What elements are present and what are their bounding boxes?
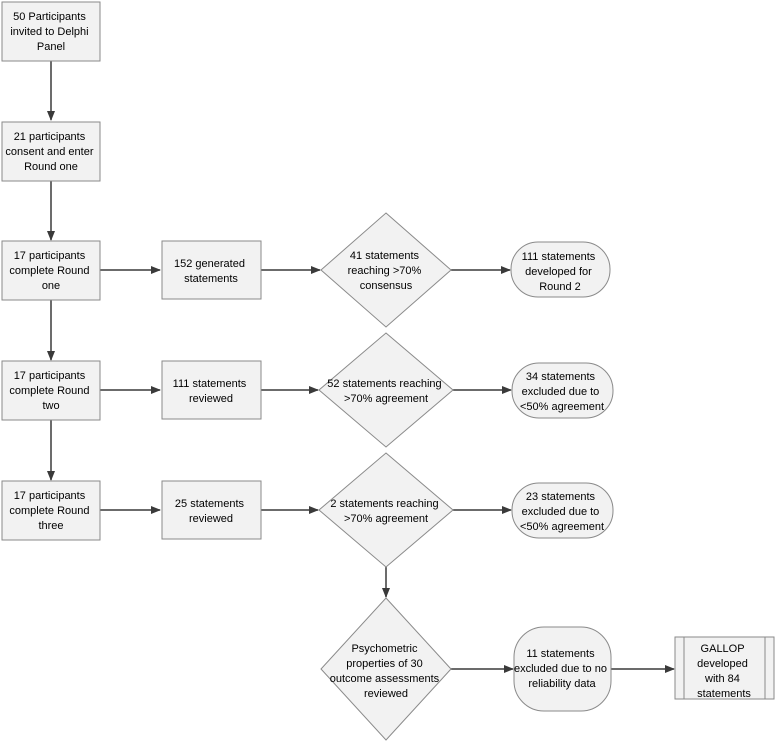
node-invited: 50 Participants invited to Delphi Panel — [1, 1, 101, 62]
node-round-three-line-2: complete Round — [9, 505, 89, 517]
decision-psychometric-line-2: properties of 30 — [346, 658, 422, 670]
decision-agreement-52: 52 statements reaching >70% agreement — [318, 332, 454, 448]
decision-consensus-41-line-3: consensus — [360, 280, 413, 292]
svg-text:GALLOP developed w: GALLOP developed with 84 statements — [697, 643, 751, 700]
terminator-excluded-34-line-1: 34 statements — [526, 371, 596, 383]
decision-consensus-41: 41 statements reaching >70% consensus — [320, 212, 452, 328]
node-reviewed-111-line-2: reviewed — [189, 393, 233, 405]
node-round-two-complete: 17 participants complete Round two — [1, 360, 101, 421]
decision-psychometric-line-3: outcome assessments — [330, 673, 440, 685]
terminator-excluded-34: 34 statements excluded due to <50% agree… — [511, 362, 614, 419]
terminator-excluded-23-line-3: <50% agreement — [520, 521, 604, 533]
terminator-excluded-11-line-2: excluded due to no — [514, 663, 607, 675]
decision-psychometric-line-1: Psychometric — [351, 643, 418, 655]
decision-agreement-2-line-2: >70% agreement — [344, 513, 428, 525]
svg-text:111 statements developed: 111 statements developed for Round 2 — [522, 251, 599, 293]
svg-text:21 participants consent: 21 participants consent and enter Round … — [5, 131, 96, 173]
svg-text:34 statements excluded d: 34 statements excluded due to <50% agree… — [520, 371, 604, 413]
node-consent-line-2: consent and enter — [5, 146, 93, 158]
decision-agreement-2: 2 statements reaching >70% agreement — [318, 452, 454, 568]
connectors — [47, 61, 675, 673]
svg-text:23 statements excluded d: 23 statements excluded due to <50% agree… — [520, 491, 604, 533]
decision-agreement-52-line-2: >70% agreement — [344, 393, 428, 405]
decision-consensus-41-line-1: 41 statements — [350, 250, 420, 262]
node-invited-line-2: invited to Delphi — [10, 26, 88, 38]
decision-agreement-52-line-1: 52 statements reaching — [327, 378, 441, 390]
node-generated-line-2: statements — [184, 273, 238, 285]
terminator-developed-111-line-1: 111 statements — [522, 251, 596, 263]
svg-text:111 statements reviewed: 111 statements reviewed — [173, 378, 250, 405]
node-consent-line-3: Round one — [24, 161, 78, 173]
node-reviewed-111: 111 statements reviewed — [161, 360, 262, 420]
svg-text:41 statements reaching >: 41 statements reaching >70% consensus — [348, 250, 425, 292]
terminator-developed-111: 111 statements developed for Round 2 — [510, 241, 611, 298]
svg-text:Psychometric properties: Psychometric properties of 30 outcome as… — [330, 643, 443, 700]
node-round-one-line-1: 17 participants — [14, 250, 86, 262]
node-reviewed-25-line-1: 25 statements — [175, 498, 245, 510]
process-gallop: GALLOP developed with 84 statements — [674, 636, 775, 700]
node-round-two-line-1: 17 participants — [14, 370, 86, 382]
node-invited-line-3: Panel — [37, 41, 65, 53]
node-reviewed-25-line-2: reviewed — [189, 513, 233, 525]
process-gallop-line-2: developed — [697, 658, 748, 670]
terminator-excluded-23: 23 statements excluded due to <50% agree… — [511, 482, 614, 539]
node-generated-line-1: 152 generated — [174, 258, 245, 270]
node-round-three-complete: 17 participants complete Round three — [1, 480, 101, 541]
svg-text:11 statements excluded d: 11 statements excluded due to no reliabi… — [514, 648, 610, 690]
svg-text:25 statements reviewed: 25 statements reviewed — [175, 498, 247, 525]
node-round-two-line-2: complete Round — [9, 385, 89, 397]
node-round-two-line-3: two — [42, 400, 59, 412]
node-round-three-line-1: 17 participants — [14, 490, 86, 502]
node-generated-statements: 152 generated statements — [161, 240, 262, 300]
svg-text:50 Participants invited: 50 Participants invited to Delphi Panel — [10, 11, 91, 53]
node-round-one-line-2: complete Round — [9, 265, 89, 277]
terminator-developed-111-line-2: developed for — [525, 266, 592, 278]
terminator-excluded-23-line-2: excluded due to — [522, 506, 600, 518]
terminator-excluded-34-line-2: excluded due to — [522, 386, 600, 398]
terminator-developed-111-line-3: Round 2 — [539, 281, 581, 293]
node-reviewed-25: 25 statements reviewed — [161, 480, 262, 540]
terminator-excluded-23-line-1: 23 statements — [526, 491, 596, 503]
terminator-excluded-11-line-1: 11 statements — [526, 648, 595, 660]
terminator-excluded-11-line-3: reliability data — [528, 678, 596, 690]
decision-psychometric-line-4: reviewed — [364, 688, 408, 700]
svg-text:2 statements reaching >7: 2 statements reaching >70% agreement — [330, 498, 441, 525]
terminator-excluded-11: 11 statements excluded due to no reliabi… — [513, 626, 612, 712]
svg-text:17 participants complete: 17 participants complete Round one — [9, 250, 92, 292]
decision-consensus-41-line-2: reaching >70% — [348, 265, 422, 277]
node-reviewed-111-line-1: 111 statements — [173, 378, 247, 390]
node-consent-line-1: 21 participants — [14, 131, 86, 143]
process-gallop-line-3: with 84 — [704, 673, 740, 685]
terminator-excluded-34-line-3: <50% agreement — [520, 401, 604, 413]
decision-agreement-2-line-1: 2 statements reaching — [330, 498, 438, 510]
decision-psychometric: Psychometric properties of 30 outcome as… — [320, 597, 452, 741]
node-consent: 21 participants consent and enter Round … — [1, 121, 101, 182]
svg-text:52 statements reaching >: 52 statements reaching >70% agreement — [327, 378, 444, 405]
svg-text:17 participants complete: 17 participants complete Round two — [9, 370, 92, 412]
process-gallop-line-1: GALLOP — [701, 643, 745, 655]
node-round-one-line-3: one — [42, 280, 60, 292]
process-gallop-line-4: statements — [697, 688, 751, 700]
node-invited-line-1: 50 Participants — [13, 11, 86, 23]
svg-text:152 generated statements: 152 generated statements — [174, 258, 248, 285]
node-round-one-complete: 17 participants complete Round one — [1, 240, 101, 301]
node-round-three-line-3: three — [38, 520, 63, 532]
svg-text:17 participants complete: 17 participants complete Round three — [9, 490, 92, 532]
